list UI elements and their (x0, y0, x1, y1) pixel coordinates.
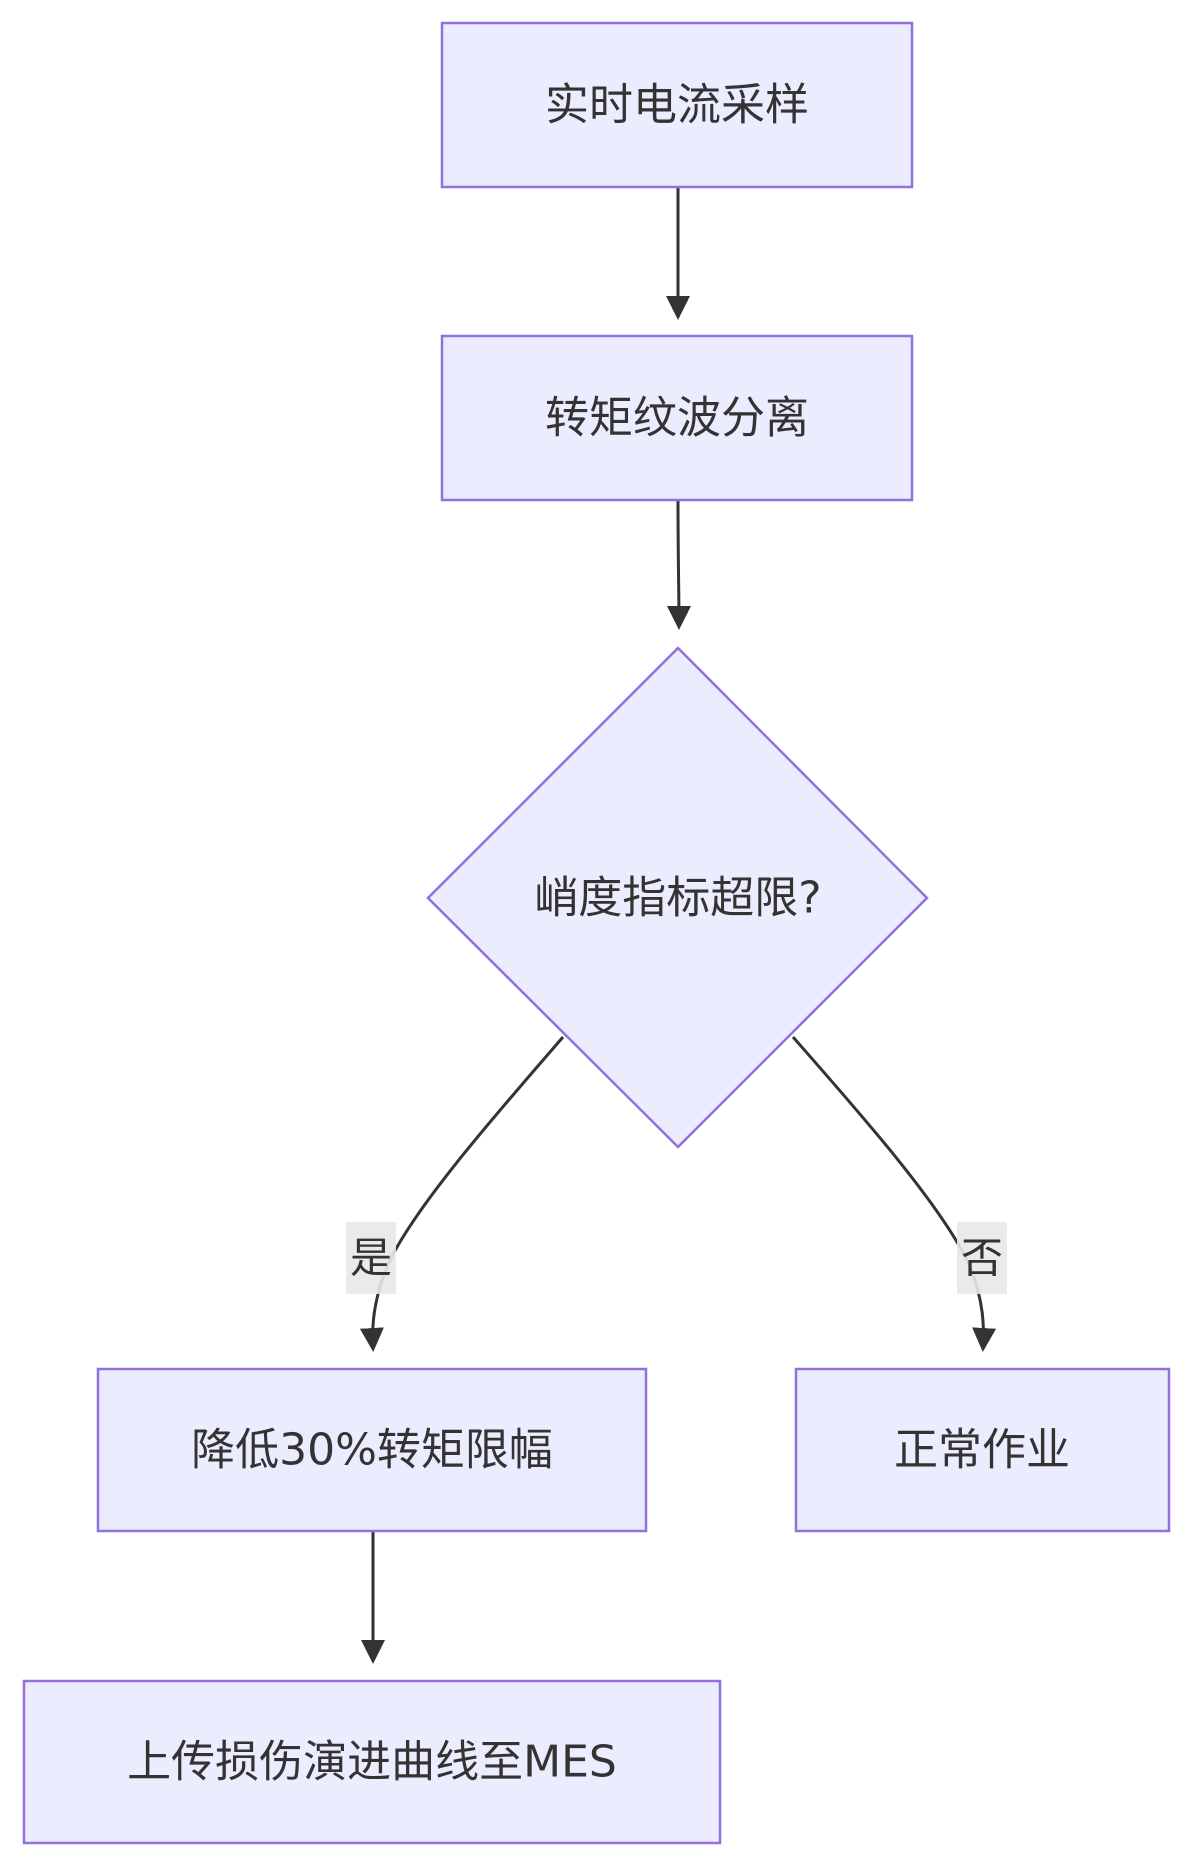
edge-label-yes: 是 (346, 1222, 396, 1294)
node-decision-label: 峭度指标超限? (534, 873, 821, 924)
edge-decision-to-reduce (359, 1036, 565, 1352)
node-upload-label: 上传损伤演进曲线至MES (127, 1737, 617, 1788)
edges (359, 187, 997, 1664)
edge-separate-to-decision (666, 499, 691, 630)
node-reduce-label: 降低30%转矩限幅 (191, 1425, 553, 1476)
edge-label-yes-text: 是 (350, 1234, 392, 1283)
node-sample: 实时电流采样 (440, 21, 914, 189)
node-upload: 上传损伤演进曲线至MES (22, 1679, 722, 1845)
node-decision: 峭度指标超限? (426, 646, 929, 1149)
edge-label-no: 否 (957, 1222, 1007, 1294)
edge-decision-to-normal (791, 1036, 997, 1352)
node-sample-label: 实时电流采样 (545, 80, 809, 131)
node-normal-label: 正常作业 (894, 1425, 1070, 1476)
node-separate: 转矩纹波分离 (440, 334, 914, 502)
edge-label-no-text: 否 (961, 1234, 1003, 1283)
node-reduce: 降低30%转矩限幅 (96, 1367, 648, 1533)
node-normal: 正常作业 (794, 1367, 1171, 1533)
node-separate-label: 转矩纹波分离 (545, 393, 809, 444)
